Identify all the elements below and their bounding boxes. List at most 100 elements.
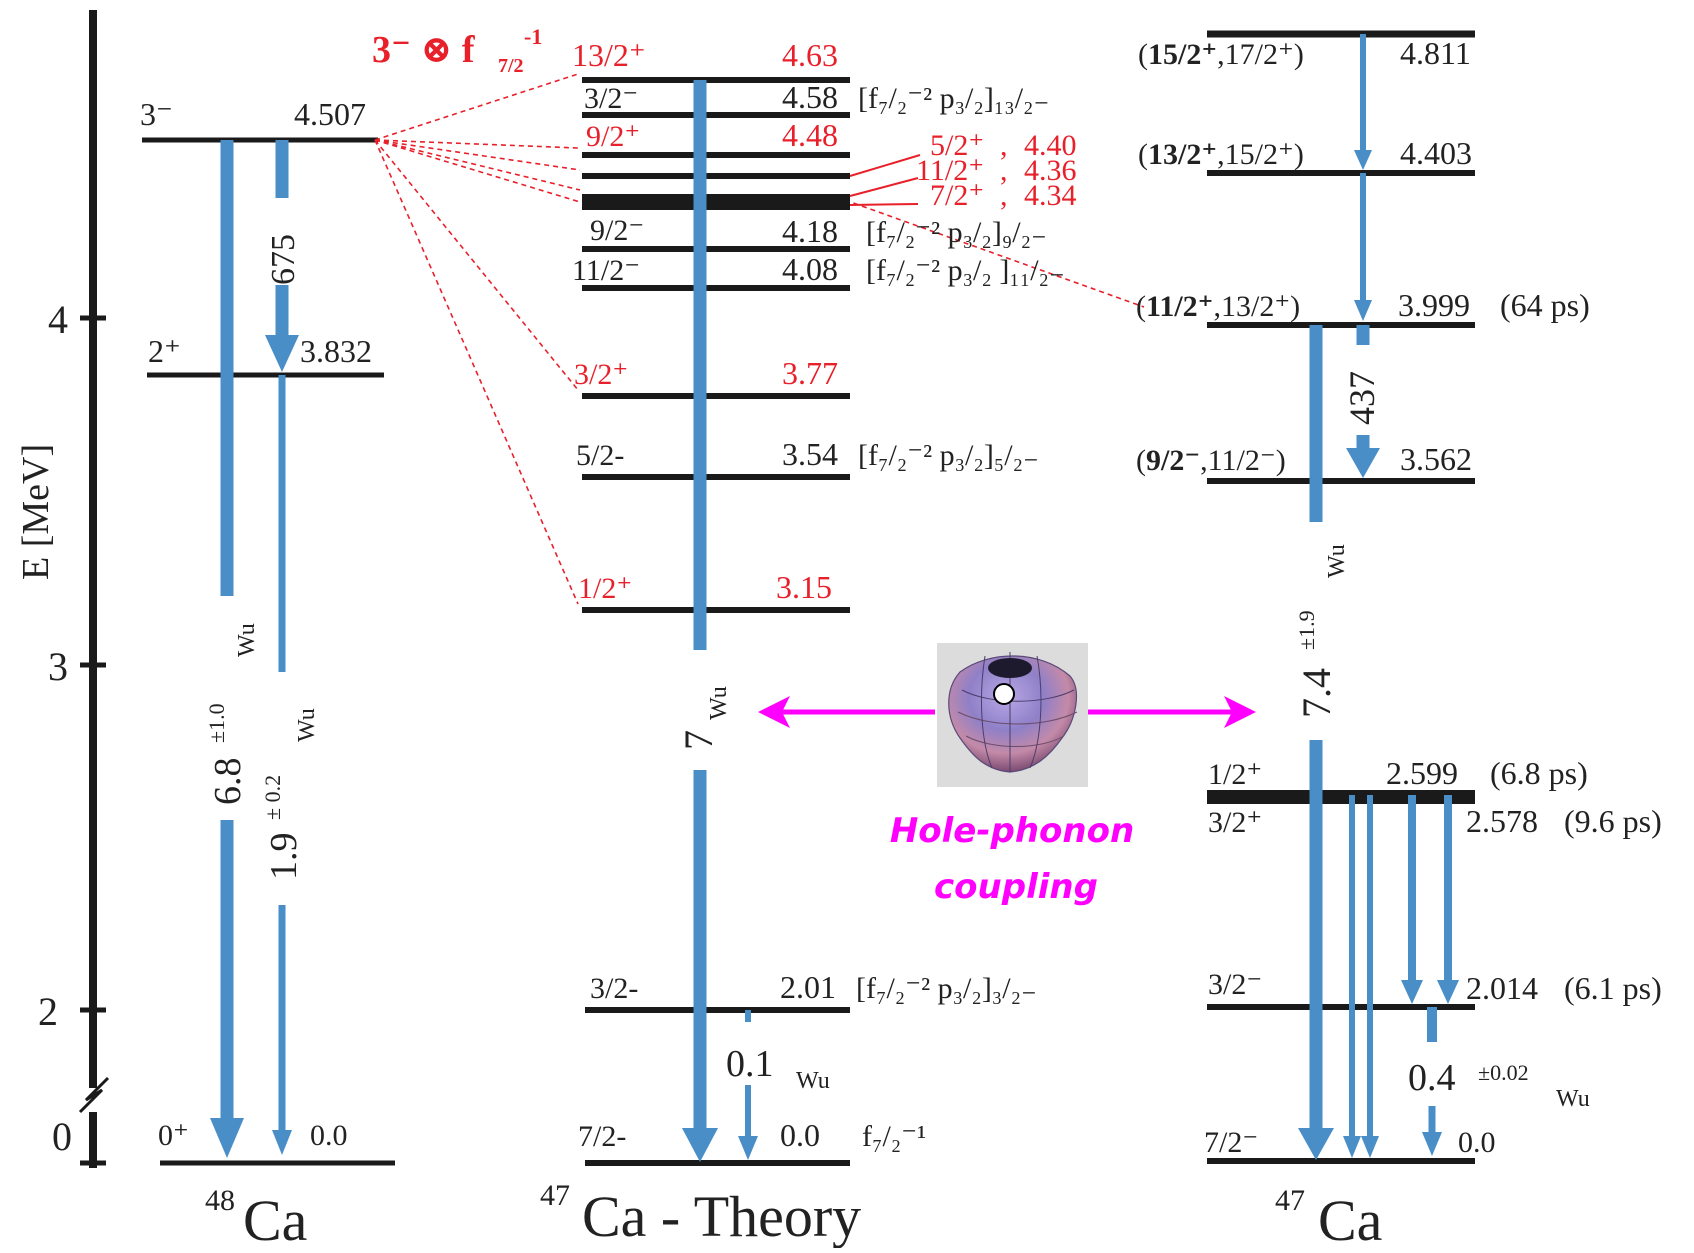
theory-b-small-unit: Wu <box>796 1068 830 1094</box>
theory-spin-11-2minus: 11/2⁻ <box>572 254 640 287</box>
theory-spin-7-2plus: 7/2⁺ <box>930 179 984 212</box>
hole-phonon-label-line1: Hole-phonon <box>890 811 1134 851</box>
ca48-be2-label: 1.9 ± 0.2 Wu <box>260 708 320 880</box>
ca47-energy-0: 0.0 <box>1458 1126 1496 1159</box>
ca47-level-4403-label: (13/2⁺,15/2⁺) <box>1138 138 1304 171</box>
theory-energy-4-08: 4.08 <box>782 251 838 287</box>
ca47-level-4811-label: (15/2⁺,17/2⁺) <box>1138 38 1304 71</box>
ca48-panel: 3⁻ 4.507 2⁺ 3.832 0⁺ 0.0 675 6.8 ±1.0 Wu… <box>140 96 395 1248</box>
theory-spin-3-2minus-low: 3/2- <box>590 972 638 1005</box>
axis-tick-label-0: 0 <box>52 1114 72 1159</box>
ca47-lifetime-2014: (6.1 ps) <box>1564 970 1662 1006</box>
ca48-be3-value: 6.8 <box>207 758 249 806</box>
theory-energy-4-48: 4.48 <box>782 117 838 153</box>
axis-tick-label-4: 4 <box>48 297 68 342</box>
ca47-energy-2599: 2.599 <box>1386 755 1458 791</box>
ca47-spin-rest-4403: ,15/2⁺) <box>1217 138 1304 171</box>
ca48-title-element: Ca <box>243 1188 307 1248</box>
ca47-level-2599-2578 <box>1207 790 1475 804</box>
ca48-e2-arrowhead <box>272 1130 292 1155</box>
hole-phonon-label-line2: coupling <box>934 867 1098 907</box>
ca47-spin-rest-3999: ,13/2⁺) <box>1214 290 1301 323</box>
theory-config-9-2: [f₇/₂⁻² p₃/₂]₉/₂₋ <box>866 216 1047 249</box>
ca47-panel: (15/2⁺,17/2⁺) 4.811 (13/2⁺,15/2⁺) 4.403 … <box>1136 34 1662 1248</box>
ca47-small-arrowhead <box>1422 1132 1442 1156</box>
theory-energy-4-18: 4.18 <box>782 213 838 249</box>
coupling-label-main: 3⁻ ⊗ f <box>372 29 476 71</box>
ca47-lifetime-3999: (64 ps) <box>1500 287 1590 323</box>
ca47-lifetime-2599: (6.8 ps) <box>1490 755 1588 791</box>
ca47-level-3562-label: (9/2⁻,11/2⁻) <box>1136 444 1286 477</box>
ca47-spin-rest-4811: ,17/2⁺) <box>1217 38 1304 71</box>
ca47-spin-2014: 3/2⁻ <box>1208 968 1262 1001</box>
axis-label: E [MeV] <box>15 444 57 580</box>
ca47-title-element: Ca <box>1318 1188 1382 1248</box>
ca48-gamma-675: 675 <box>265 234 302 285</box>
theory-spin-13-2plus: 13/2⁺ <box>572 37 646 73</box>
ca48-be3-unit: Wu <box>234 623 260 657</box>
theory-spin-9-2plus: 9/2⁺ <box>586 120 640 153</box>
ca47-spin-bold-4811: 15/2⁺ <box>1148 38 1217 71</box>
ca47-spin-bold-3562: 9/2⁻ <box>1146 444 1200 477</box>
theory-spin-3-2plus: 3/2⁺ <box>574 358 628 391</box>
ca47-title: 47 Ca <box>1275 1184 1382 1248</box>
theory-title: 47 Ca - Theory <box>540 1179 861 1248</box>
ca47-energy-2014: 2.014 <box>1466 970 1538 1006</box>
ca48-energy-4507: 4.507 <box>294 96 366 132</box>
ca47-437-arrowhead <box>1346 448 1380 478</box>
axis-tick-label-3: 3 <box>48 644 68 689</box>
ca47-e3-arrowhead <box>1298 1128 1334 1160</box>
ca47-lifetime-2578: (9.6 ps) <box>1564 803 1662 839</box>
theory-energy-3-54: 3.54 <box>782 436 838 472</box>
theory-energy-3-77: 3.77 <box>782 355 838 391</box>
theory-spin-5-2minus: 5/2- <box>576 439 624 472</box>
ca48-be2-error: ± 0.2 <box>260 775 285 820</box>
ca48-be2-unit: Wu <box>294 708 320 742</box>
theory-config-3-2: [f₇/₂⁻² p₃/₂]₃/₂₋ <box>856 972 1037 1005</box>
ca48-energy-3832: 3.832 <box>300 333 372 369</box>
theory-config-13-2: [f₇/₂⁻² p₃/₂]₁₃/₂₋ <box>858 82 1049 115</box>
ca47-spin-0: 7/2⁻ <box>1204 1126 1258 1159</box>
ca48-spin-0plus: 0⁺ <box>158 1119 189 1152</box>
coupling-label-sub: 7/2 <box>498 55 524 77</box>
theory-red-callouts: 5/2⁺ , 4.40 11/2⁺ , 4.36 7/2⁺ , 4.34 <box>850 129 1077 212</box>
ca47-energy-3562: 3.562 <box>1400 441 1472 477</box>
ca48-title: 48 Ca <box>205 1184 307 1248</box>
theory-spin-9-2minus: 9/2⁻ <box>590 214 644 247</box>
ca48-be2-value: 1.9 <box>263 833 305 881</box>
ca47-spin-rest-3562: ,11/2⁻) <box>1200 444 1286 477</box>
theory-level-11-2plus-7-2plus <box>582 194 850 210</box>
ca47-b-main-error: ±1.9 <box>1294 610 1319 650</box>
theory-energy-4-34: 4.34 <box>1024 179 1077 212</box>
energy-axis: 0 2 3 4 E [MeV] <box>15 10 108 1168</box>
ca47-gamma-437: 437 <box>1342 371 1382 425</box>
ca48-be3-error: ±1.0 <box>204 703 229 743</box>
theory-energy-4-63: 4.63 <box>782 37 838 73</box>
coupling-label-sup: -1 <box>524 24 542 49</box>
theory-config-ground: f₇/₂⁻¹ <box>862 1120 926 1153</box>
ca47-energy-3999: 3.999 <box>1398 287 1470 323</box>
ca48-e3-arrowhead <box>210 1118 244 1158</box>
hole-phonon-annotation: Hole-phonon coupling <box>758 643 1256 907</box>
theory-b-main-label: 7 Wu <box>676 686 732 750</box>
ca48-energy-0: 0.0 <box>310 1119 348 1152</box>
theory-energy-0-0: 0.0 <box>780 1117 820 1153</box>
theory-config-11-2: [f₇/₂⁻² p₃/₂ ]₁₁/₂₋ <box>866 254 1065 287</box>
theory-spin-1-2plus: 1/2⁺ <box>578 572 632 605</box>
theory-b-main-unit: Wu <box>706 686 732 720</box>
theory-small-arrowhead <box>738 1136 758 1160</box>
ca47-title-mass: 47 <box>1275 1184 1305 1217</box>
ca47-b-main-label: 7.4 ±1.9 Wu <box>1294 544 1350 718</box>
svg-text:,: , <box>1000 179 1008 212</box>
theory-b-main-value: 7 <box>676 730 721 750</box>
ca47-b-main-value: 7.4 <box>1294 668 1339 718</box>
theory-spin-7-2minus: 7/2- <box>578 1120 626 1153</box>
ca48-be3-label: 6.8 ±1.0 Wu <box>204 623 260 805</box>
ca48-title-mass: 48 <box>205 1184 235 1217</box>
ca47-energy-2578: 2.578 <box>1466 803 1538 839</box>
theory-b-small-value: 0.1 <box>726 1043 774 1085</box>
coupling-label: 3⁻ ⊗ f 7/2 -1 <box>372 24 542 77</box>
ca47-spin-bold-3999: 11/2⁺ <box>1146 290 1214 323</box>
